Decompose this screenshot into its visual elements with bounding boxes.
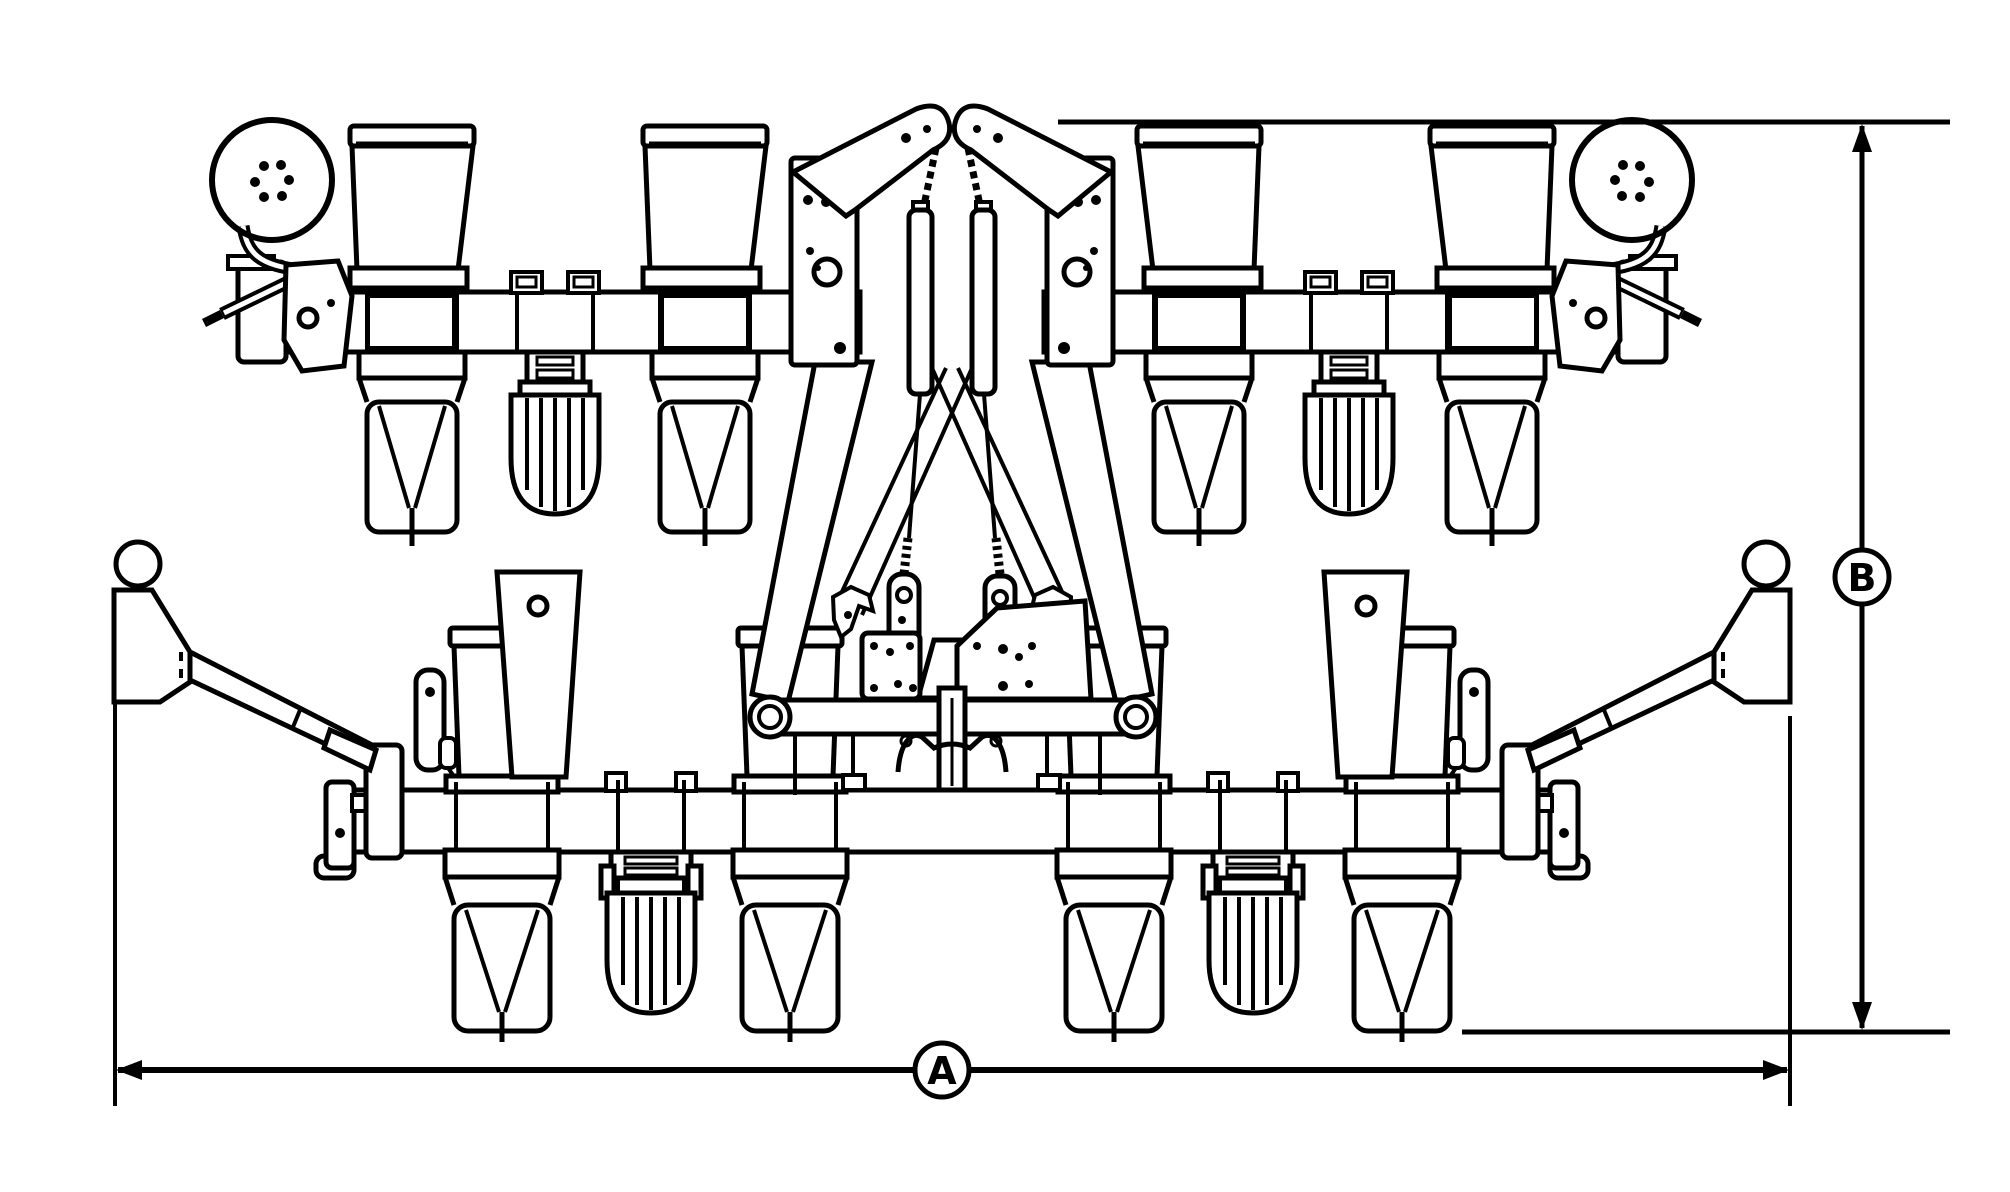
- hitch-left-half: [749, 103, 974, 705]
- link-pin: [425, 687, 435, 697]
- row-marker-left: [111, 539, 380, 774]
- link-pivot-right: [1113, 694, 1159, 740]
- hook-bracket: [830, 584, 876, 641]
- end-cap-bolt: [335, 828, 345, 838]
- arrowhead-up: [1852, 124, 1872, 152]
- top-toolbar-wing-right: [1044, 120, 1700, 546]
- mast-plate-hole: [811, 256, 843, 288]
- saddle-cradle: [895, 733, 1009, 773]
- link-pivot-left: [747, 694, 793, 740]
- hitch-center-links: [859, 571, 1094, 703]
- arrowhead-left: [116, 1060, 142, 1080]
- shank-standard-plate: [497, 572, 580, 777]
- marker-arm-socket: [320, 726, 380, 774]
- bracket-hole: [296, 306, 320, 330]
- hydraulic-cylinder-barrel: [906, 207, 935, 397]
- seed-plate-disc: [209, 117, 335, 243]
- dimension-height-b: B: [1058, 119, 1950, 1035]
- turnbuckle-thread: [899, 537, 913, 575]
- top-toolbar-wing-left: [201, 117, 863, 546]
- bottom-toolbar-beam: [349, 787, 1555, 855]
- hitch-pin: [201, 276, 291, 328]
- arrowhead-down: [1852, 1002, 1872, 1030]
- dimension-width-a: A: [113, 704, 1792, 1106]
- lower-link-bar: [747, 685, 1159, 795]
- toolbar-end-cap: [323, 779, 357, 871]
- hopper-mount-plate: [660, 294, 750, 350]
- marker-arm-joint: [291, 709, 302, 728]
- wing-end-cap: [235, 259, 289, 365]
- dimension-b-label: B: [1848, 556, 1877, 600]
- lift-chain: [919, 147, 940, 211]
- bottom-row-units-left: [313, 572, 847, 1042]
- link-slot: [438, 736, 458, 770]
- marker-flag-plate: [111, 587, 193, 705]
- cylinder-rod: [907, 393, 922, 539]
- sway-brace: [860, 367, 974, 616]
- dimension-a-label: A: [927, 1049, 957, 1093]
- dimension-a-balloon: [912, 1040, 972, 1100]
- marker-mount-bracket: [363, 742, 405, 861]
- row-marker-right: [1528, 542, 1790, 770]
- dimension-b-balloon: [1832, 547, 1892, 607]
- gauge-link-bracket: [413, 667, 447, 773]
- sway-brace: [838, 367, 948, 597]
- bottom-toolbar: [349, 787, 1555, 855]
- arrowhead-right: [1763, 1060, 1789, 1080]
- hopper-mount-plate: [366, 294, 456, 350]
- right-hitch-plate: [954, 598, 1094, 702]
- marker-disc: [113, 539, 163, 589]
